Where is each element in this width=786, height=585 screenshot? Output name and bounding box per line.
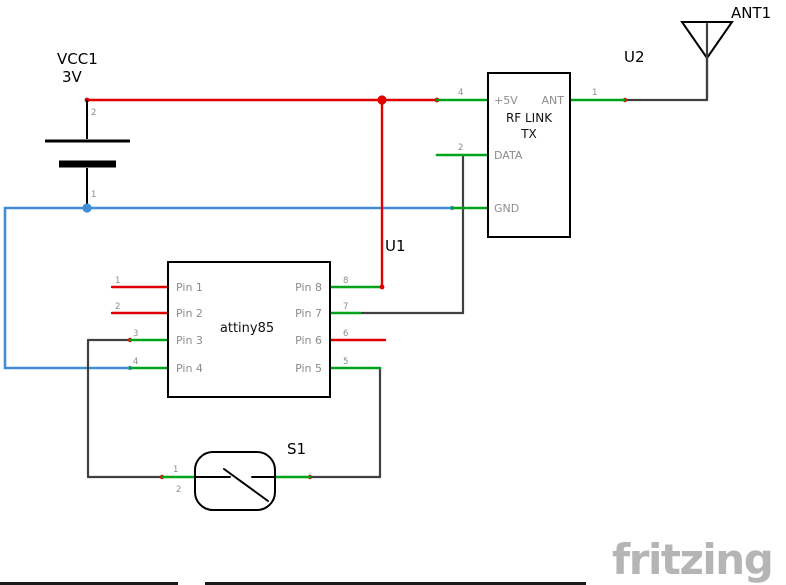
mcu-designator[interactable]: U1	[385, 237, 406, 255]
mcu-name-label: attiny85	[220, 321, 274, 336]
mcu-pin4-label: Pin 4	[176, 362, 203, 375]
rf-name-line2: TX	[520, 127, 537, 141]
mcu-pin6-label: Pin 6	[295, 334, 322, 347]
rf-pin-data-label: DATA	[494, 149, 523, 162]
battery-vcc1: VCC1 3V 2 1	[45, 50, 130, 208]
mcu-pin2-number: 2	[115, 302, 120, 312]
signal-wires-black	[86, 56, 709, 480]
mcu-pin8-number: 8	[343, 276, 348, 286]
switch-lever	[223, 468, 269, 502]
battery-pin-number-top: 2	[91, 108, 96, 118]
rf-name-line1: RF LINK	[506, 111, 553, 125]
mcu-pin8-label: Pin 8	[295, 281, 322, 294]
gnd-net-blue	[3, 205, 455, 371]
antenna-designator[interactable]: ANT1	[731, 4, 771, 22]
mcu-pin3-label: Pin 3	[176, 334, 203, 347]
mcu-body[interactable]	[167, 261, 331, 398]
rf-pin-ant-label: ANT	[542, 94, 565, 107]
mcu-pin2-label: Pin 2	[176, 307, 203, 320]
mcu-pin6-number: 6	[343, 329, 348, 339]
rf-link-tx-u2: U2 RF LINK TX +5V ANT DATA GND 4 2 1	[435, 48, 645, 238]
rf-pin-5v-label: +5V	[494, 94, 518, 107]
junction-dot-power	[377, 95, 387, 105]
rf-pin-gnd-label: GND	[494, 202, 519, 215]
battery-pin-number-bottom: 1	[91, 190, 96, 200]
rf-module-body[interactable]	[487, 72, 571, 238]
mcu-pin7-number: 7	[343, 302, 348, 312]
rf-pin-5v-number: 4	[458, 88, 463, 98]
rf-pin-data-number: 2	[458, 143, 463, 153]
switch-pin1-number: 1	[173, 465, 178, 475]
fritzing-watermark: fritzing	[612, 535, 772, 584]
mcu-pin5-label: Pin 5	[295, 362, 322, 375]
mcu-pin3-number: 3	[133, 329, 138, 339]
mcu-attiny85-u1: U1 attiny85 Pin 1 Pin 2 Pin 3 Pin 4 Pin …	[110, 237, 406, 398]
mcu-pin4-number: 4	[133, 357, 138, 367]
antenna-ant1: ANT1	[680, 4, 771, 102]
battery-designator[interactable]: VCC1	[57, 50, 98, 68]
mcu-pin1-label: Pin 1	[176, 281, 203, 294]
mcu-pin7-label: Pin 7	[295, 307, 322, 320]
rf-designator[interactable]: U2	[624, 48, 645, 66]
rf-pin-ant-number: 1	[592, 88, 597, 98]
bottom-edge-line-right	[205, 582, 586, 585]
junction-dot-gnd	[82, 203, 92, 213]
mcu-pin1-number: 1	[115, 276, 120, 286]
switch-designator[interactable]: S1	[287, 440, 306, 458]
pin8-connection-dot	[379, 284, 385, 290]
mcu-pin5-number: 5	[343, 357, 348, 367]
switch-pin2-number: 2	[176, 485, 181, 495]
switch-body[interactable]	[194, 451, 276, 511]
pushbutton-s1: S1 1 2	[160, 440, 312, 511]
bottom-edge-line-left	[0, 582, 178, 585]
battery-voltage-label: 3V	[62, 68, 83, 86]
